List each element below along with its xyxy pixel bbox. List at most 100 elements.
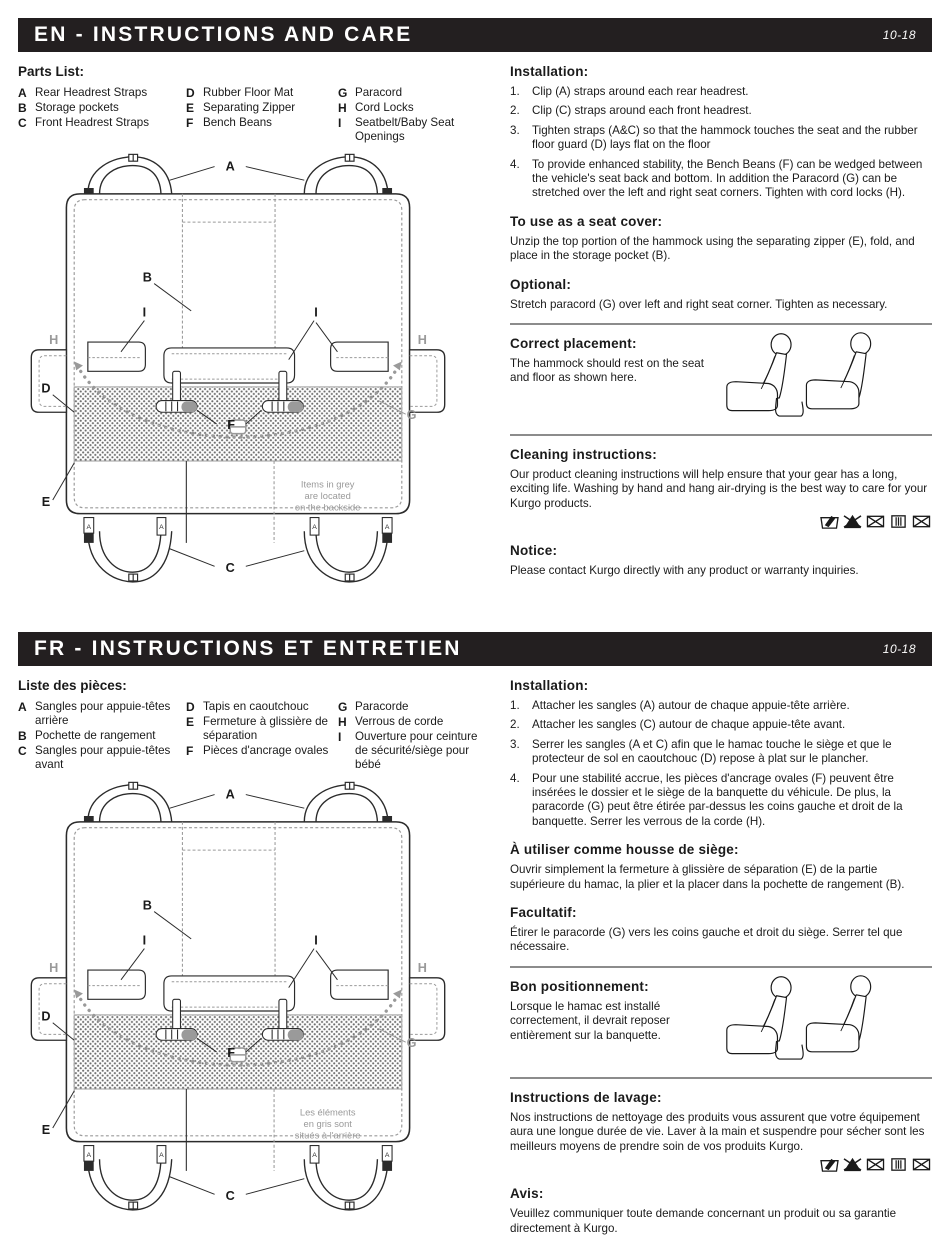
- placement-title: Bon positionnement:: [510, 978, 649, 994]
- svg-text:A: A: [87, 524, 92, 531]
- parts-list-title: Liste des pièces:: [18, 678, 127, 693]
- parts-column: A Sangles pour appuie-têtes arrière B Po…: [18, 700, 186, 773]
- product-diagram: A A A A A I: [30, 781, 446, 1211]
- cleaning-body: Nos instructions de nettoyage des produi…: [510, 1110, 925, 1153]
- section-title: FR - INSTRUCTIONS ET ENTRETIEN: [34, 637, 462, 660]
- placement-title: Correct placement:: [510, 336, 637, 352]
- do-not-tumble-dry-icon: [866, 1158, 885, 1171]
- divider-rule-bottom: [510, 434, 932, 437]
- installation-step: 4. Pour une stabilité accrue, les pièces…: [510, 772, 932, 830]
- part-list-item: C Sangles pour appuie-têtes avant: [18, 744, 186, 772]
- step-number: 2.: [510, 104, 520, 118]
- svg-text:C: C: [226, 1189, 235, 1203]
- seat-cover-body: Unzip the top portion of the hammock usi…: [510, 234, 915, 263]
- diagram-wrapper: A A A A A I: [18, 777, 488, 1241]
- part-key: B: [18, 101, 27, 115]
- step-number: 1.: [510, 699, 520, 712]
- do-not-tumble-dry-icon: [866, 515, 885, 528]
- part-list-item: H Verrous de corde: [338, 715, 488, 729]
- left-column-fr: Liste des pièces: A Sangles pour appuie-…: [18, 666, 488, 1241]
- step-number: 3.: [510, 123, 520, 137]
- placement-text-wrap: Correct placement: The hammock should re…: [510, 336, 725, 386]
- do-not-iron-icon: [912, 1158, 931, 1171]
- parts-list-title: Parts List:: [18, 64, 85, 79]
- svg-text:C: C: [226, 561, 235, 575]
- section-date-code: 10-18: [882, 642, 916, 656]
- part-list-item: A Sangles pour appuie-têtes arrière: [18, 700, 186, 728]
- svg-text:Items in grey: Items in grey: [301, 479, 355, 489]
- step-number: 1.: [510, 85, 520, 98]
- part-label: Bench Beans: [203, 116, 272, 129]
- seat-cover-title: To use as a seat cover:: [510, 213, 663, 229]
- part-label: Front Headrest Straps: [35, 116, 150, 129]
- seat-cover-block: To use as a seat cover: Unzip the top po…: [510, 214, 932, 264]
- seat-cover-title: À utiliser comme housse de siège:: [510, 842, 739, 858]
- part-key: H: [338, 101, 347, 115]
- svg-text:E: E: [42, 1123, 50, 1137]
- parts-column: A Rear Headrest Straps B Storage pockets…: [18, 86, 186, 145]
- part-label: Sangles pour appuie-têtes arrière: [35, 700, 171, 727]
- step-text: Clip (A) straps around each rear headres…: [532, 85, 749, 98]
- correct-placement-block: Bon positionnement: Lorsque le hamac est…: [510, 975, 932, 1066]
- svg-text:A: A: [87, 1152, 92, 1159]
- seat-cover-body: Ouvrir simplement la fermeture à glissiè…: [510, 863, 905, 891]
- part-key: F: [186, 116, 194, 130]
- optional-body: Étirer le paracorde (G) vers les coins g…: [510, 926, 903, 954]
- cleaning-block: Instructions de lavage: Nos instructions…: [510, 1090, 932, 1173]
- part-label: Separating Zipper: [203, 101, 296, 114]
- part-label: Verrous de corde: [355, 715, 444, 728]
- section-fr: FR - INSTRUCTIONS ET ENTRETIEN 10-18 Lis…: [0, 622, 950, 1241]
- part-label: Storage pockets: [35, 101, 119, 114]
- installation-step: 2. Attacher les sangles (C) autour de ch…: [510, 718, 932, 732]
- svg-text:A: A: [312, 524, 317, 531]
- part-label: Fermeture à glissière de séparation: [203, 715, 329, 742]
- svg-text:D: D: [41, 382, 50, 396]
- svg-text:H: H: [49, 333, 58, 347]
- part-label: Cord Locks: [355, 101, 414, 114]
- svg-text:H: H: [49, 961, 58, 975]
- part-key: F: [186, 744, 194, 758]
- cleaning-title: Cleaning instructions:: [510, 447, 657, 463]
- installation-step: 3. Tighten straps (A&C) so that the hamm…: [510, 124, 932, 153]
- svg-text:I: I: [314, 306, 318, 320]
- svg-text:H: H: [418, 961, 427, 975]
- svg-text:A: A: [312, 1152, 317, 1159]
- svg-text:B: B: [143, 899, 152, 913]
- part-label: Rear Headrest Straps: [35, 86, 148, 99]
- product-diagram: A A A A A I: [30, 153, 446, 583]
- svg-text:situés à l'arrière: situés à l'arrière: [295, 1131, 361, 1141]
- step-number: 4.: [510, 771, 520, 785]
- svg-text:I: I: [143, 306, 147, 320]
- right-column-fr: Installation: 1. Attacher les sangles (A…: [488, 666, 932, 1241]
- divider-rule-top: [510, 965, 932, 968]
- cleaning-block: Cleaning instructions: Our product clean…: [510, 447, 932, 530]
- part-key: D: [186, 86, 195, 100]
- notice-block: Avis: Veuillez communiquer toute demande…: [510, 1186, 932, 1236]
- part-list-item: A Rear Headrest Straps: [18, 86, 186, 100]
- part-label: Sangles pour appuie-têtes avant: [35, 744, 171, 771]
- placement-body: Lorsque le hamac est installé correcteme…: [510, 999, 670, 1042]
- notice-body: Veuillez communiquer toute demande conce…: [510, 1207, 897, 1235]
- part-list-item: I Seatbelt/Baby Seat Openings: [338, 116, 488, 144]
- care-symbols: [510, 1156, 932, 1173]
- part-key: E: [186, 715, 195, 729]
- part-key: D: [186, 700, 195, 714]
- part-key: I: [338, 116, 342, 130]
- installation-step: 1. Clip (A) straps around each rear head…: [510, 85, 932, 99]
- notice-title: Notice:: [510, 543, 558, 559]
- part-label: Ouverture pour ceinture de sécurité/sièg…: [355, 730, 478, 771]
- optional-block: Optional: Stretch paracord (G) over left…: [510, 277, 932, 312]
- part-list-item: B Storage pockets: [18, 101, 186, 115]
- parts-column: D Rubber Floor Mat E Separating Zipper F…: [186, 86, 338, 145]
- svg-text:A: A: [385, 1152, 390, 1159]
- part-label: Pochette de rangement: [35, 729, 156, 742]
- svg-text:A: A: [226, 787, 235, 801]
- part-list-item: I Ouverture pour ceinture de sécurité/si…: [338, 730, 488, 772]
- svg-text:D: D: [41, 1010, 50, 1024]
- placement-illustration: [725, 330, 932, 423]
- section-date-code: 10-18: [882, 28, 916, 42]
- part-key: G: [338, 700, 348, 714]
- svg-text:E: E: [42, 495, 50, 509]
- step-text: Serrer les sangles (A et C) afin que le …: [532, 737, 892, 766]
